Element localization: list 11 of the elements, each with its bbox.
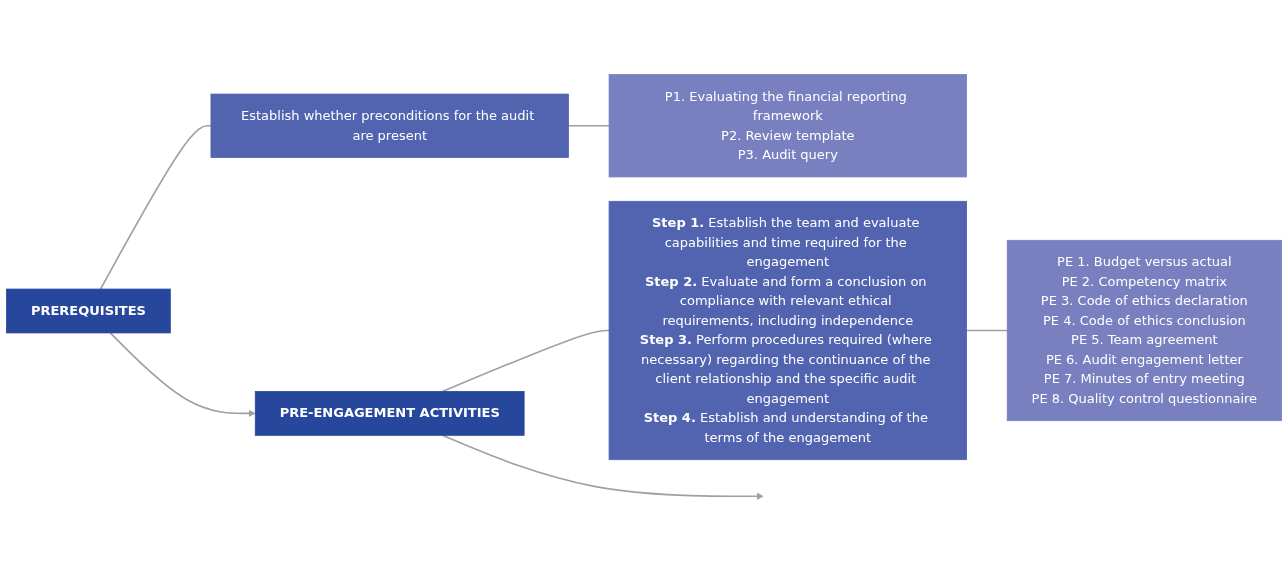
node-box: PRE-ENGAGEMENT ACTIVITIES bbox=[254, 391, 525, 436]
node-box: Step 1. Establish the team and evaluate capabilities and time required for the engagement Step 2. Evaluate and form a conclusion on compliance with relevant ethical requirements, including independence Step 3. Perform procedures required (where necessary) regarding the continuance of the client relationship and the specific audit engagement Step 4. Establish and understanding of the terms of the engagement bbox=[608, 200, 967, 461]
connector bbox=[441, 329, 610, 393]
connector bbox=[965, 329, 1008, 332]
node-box: P1. Evaluating the financial reporting framework P2. Review template P3. Audit query bbox=[608, 74, 967, 178]
connector bbox=[99, 124, 212, 290]
node-box: PREREQUISITES bbox=[6, 288, 171, 334]
connector bbox=[567, 124, 610, 127]
node-box: Establish whether preconditions for the audit are present bbox=[210, 93, 569, 158]
arrow bbox=[109, 332, 256, 417]
node-box: PE 1. Budget versus actual PE 2. Competency matrix PE 3. Code of ethics declaration PE 4. Code of ethics conclusion PE 5. Team agreement PE 6. Audit engagement letter PE 7. Minutes of entry meeting PE 8. Quality control questionnaire bbox=[1006, 239, 1282, 422]
